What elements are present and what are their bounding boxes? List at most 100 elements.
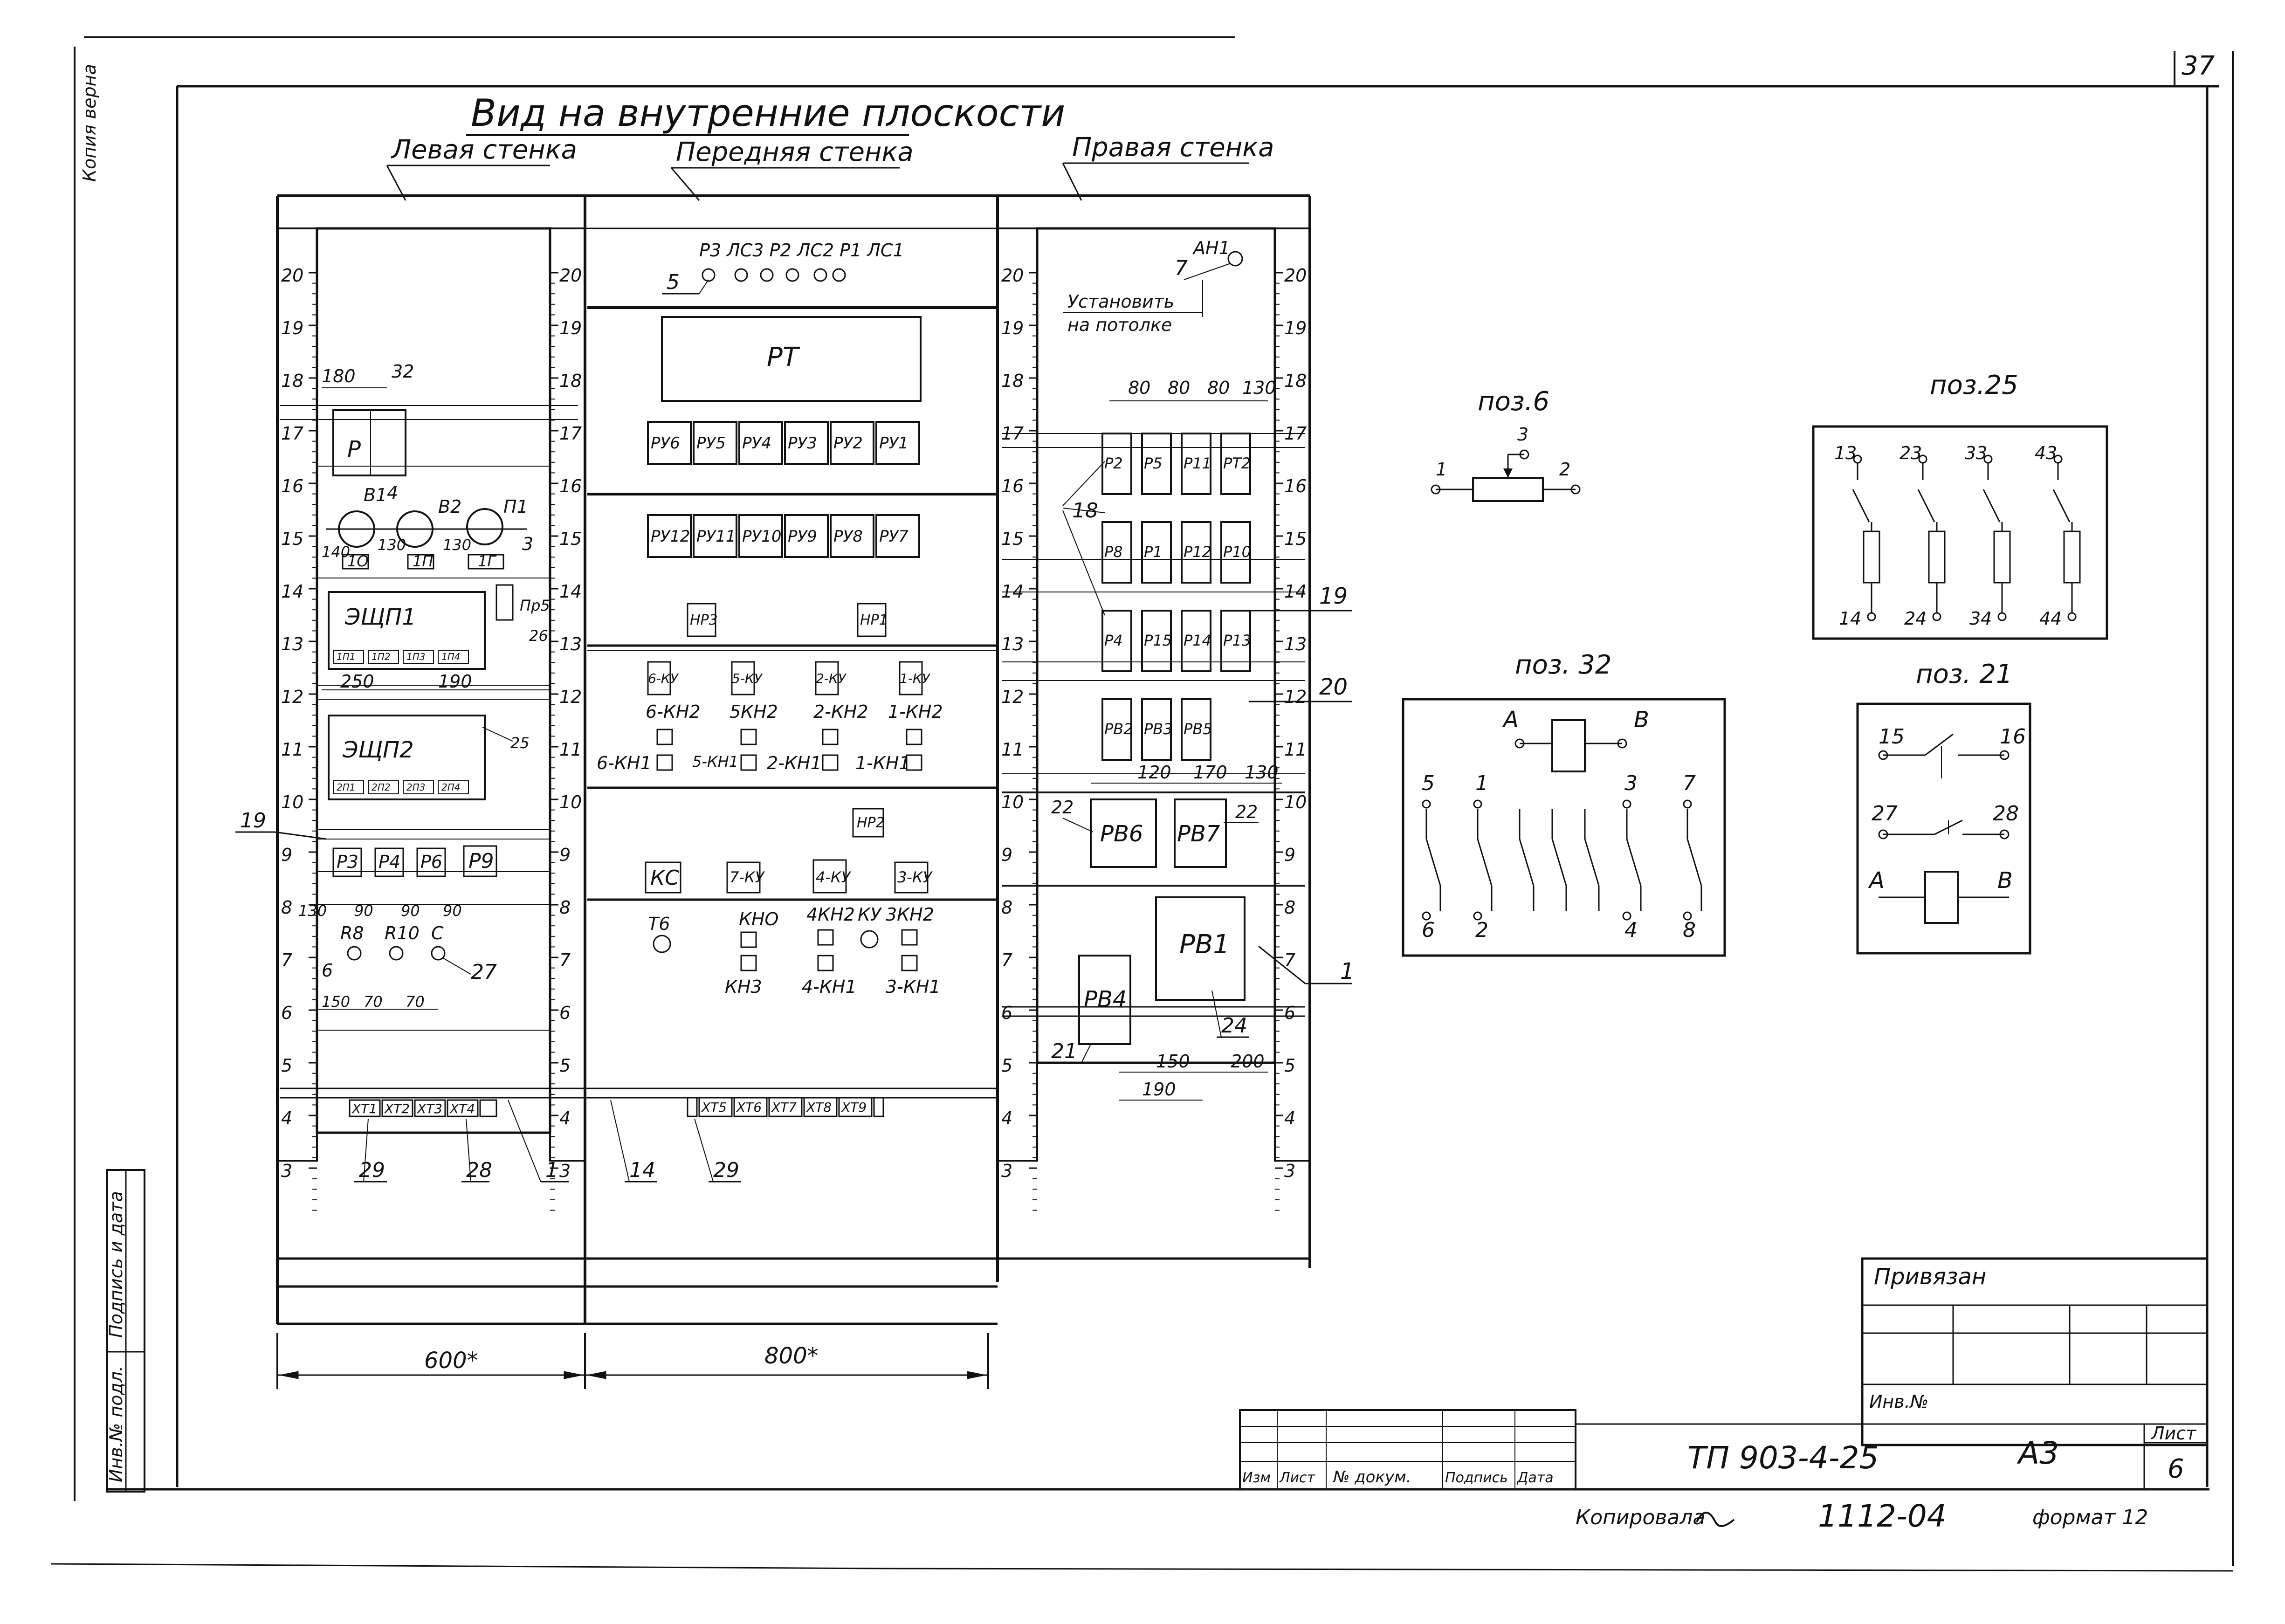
pos6-pin-1: 1 xyxy=(1436,459,1447,480)
ruler-mark-18: 18 xyxy=(559,371,582,391)
ruler-mark-4: 4 xyxy=(1284,1108,1295,1129)
title-block-doc-code: ТП 903-4-25 xyxy=(1687,1440,1879,1476)
pos6-pin-2: 2 xyxy=(1559,459,1570,480)
button-3kn1 xyxy=(901,955,918,971)
ruler-mark-13: 13 xyxy=(1284,634,1307,654)
ruler-mark-10: 10 xyxy=(559,792,582,812)
ruler-mark-9: 9 xyxy=(559,845,571,865)
button-4kn1 xyxy=(817,955,834,971)
sheet-corner-number: 37 xyxy=(2182,51,2215,81)
ref-22-left: 22 xyxy=(1051,797,1074,818)
control-relay-label: РУ12 xyxy=(651,527,690,546)
relay-label: Р5 xyxy=(1144,454,1163,472)
right-top-dim-4: 130 xyxy=(1242,378,1276,398)
control-relay-label: РУ8 xyxy=(833,527,863,546)
dim-130a: 130 xyxy=(378,536,406,554)
control-relay-label: РУ9 xyxy=(788,527,817,546)
ruler-mark-6: 6 xyxy=(559,1003,571,1023)
relay-РТ2: РТ2 xyxy=(1220,433,1251,495)
ruler-mark-18: 18 xyxy=(1284,371,1307,391)
relay-label: Р10 xyxy=(1223,543,1251,561)
ref-29-front: 29 xyxy=(713,1158,739,1182)
indicator-hp2-label: НР2 xyxy=(857,815,885,831)
control-relay-label: РУ1 xyxy=(879,434,908,453)
switch-label-3: В2 xyxy=(438,496,461,517)
title-block-header-doc: № докум. xyxy=(1332,1468,1411,1486)
relay-pv6-label: РВ6 xyxy=(1100,821,1143,847)
an1-lamp xyxy=(1227,251,1243,267)
relay-p6: Р6 xyxy=(420,852,442,872)
front-wall-width: 800* xyxy=(764,1343,819,1369)
lamp-r8 xyxy=(347,946,362,961)
relay-label: РТ2 xyxy=(1223,454,1251,472)
pos6-detail: поз.6 1 2 3 xyxy=(1431,386,1581,502)
title-block-list-label: Лист xyxy=(2150,1423,2197,1444)
indicator-hp3-label: НР3 xyxy=(690,612,718,628)
control-relay-РУ1: РУ1 xyxy=(875,421,920,465)
pos32-contact-1 xyxy=(1422,799,1441,921)
pos21-pin-28: 28 xyxy=(1993,802,2019,826)
ruler-mark-5: 5 xyxy=(1001,1055,1012,1076)
relay-dim-3: 90 xyxy=(401,902,420,920)
right-bottom-dim-1: 150 xyxy=(1156,1051,1190,1072)
relay-pv7-label: РВ7 xyxy=(1177,821,1220,847)
key-3ku: 3-КУ xyxy=(897,868,933,886)
key-6ku: 6-КУ xyxy=(648,671,679,686)
pos21-title: поз. 21 xyxy=(1916,659,2013,689)
pos21-pin-15: 15 xyxy=(1879,725,1905,749)
pos32-title: поз. 32 xyxy=(1515,650,1612,680)
relay-pv7 xyxy=(1174,798,1227,868)
ruler-mark-10: 10 xyxy=(1001,792,1024,812)
switch-label-2: 4 xyxy=(387,482,398,503)
ruler-mark-5: 5 xyxy=(1284,1055,1295,1076)
switch-label-1: В1 xyxy=(364,485,387,505)
switch-label-4: П1 xyxy=(503,496,528,517)
relay-label: Р13 xyxy=(1223,632,1251,649)
ruler-mark-17: 17 xyxy=(281,423,303,444)
fuse-pr5-label: Пр5 xyxy=(520,597,550,614)
sheet-frame xyxy=(51,36,2234,1572)
ruler-mark-6: 6 xyxy=(281,1003,292,1023)
right-mid-dim-3: 130 xyxy=(1245,762,1279,783)
relay-label: Р4 xyxy=(1104,632,1123,649)
kn1-label-1: 1-КН1 xyxy=(855,753,910,773)
sheet-format: формат 12 xyxy=(2032,1506,2148,1529)
control-relay-РУ12: РУ12 xyxy=(647,514,692,558)
title-block-header-sign: Подпись xyxy=(1445,1470,1508,1486)
ref-25: 25 xyxy=(510,734,530,752)
button-kno xyxy=(740,931,757,948)
pos32-pin-5: 5 xyxy=(1422,771,1435,795)
eschp1-slot-2: 1П2 xyxy=(372,651,391,662)
pos6-title: поз.6 xyxy=(1478,386,1549,417)
front-lamp-row xyxy=(702,268,846,282)
control-relay-label: РУ4 xyxy=(742,434,771,453)
ruler-mark-15: 15 xyxy=(281,529,303,549)
left-wall-panel xyxy=(280,227,578,1134)
pos21-pin-16: 16 xyxy=(2000,725,2026,749)
relay-Р10: Р10 xyxy=(1220,521,1251,584)
terminal-block-front xyxy=(687,1097,884,1117)
button-kn3 xyxy=(740,955,757,971)
ruler-mark-16: 16 xyxy=(1284,476,1307,496)
label-3kn1: 3-КН1 xyxy=(886,977,941,997)
side-stamp-inv: Инв.№ подл. xyxy=(106,1366,126,1482)
relay-Р4: Р4 xyxy=(1101,610,1132,672)
ruler-mark-17: 17 xyxy=(559,423,582,444)
ks-row xyxy=(645,859,929,894)
relay-pv1-label: РВ1 xyxy=(1179,929,1230,960)
ruler-mark-19: 19 xyxy=(1284,318,1307,338)
relay-dim-2: 90 xyxy=(354,902,373,920)
pos25-pin-bottom: 24 xyxy=(1904,608,1927,629)
relay-label: РВ3 xyxy=(1144,720,1173,738)
ruler-mark-7: 7 xyxy=(1001,950,1012,970)
pos32-pin-6: 6 xyxy=(1422,918,1435,942)
ruler-mark-14: 14 xyxy=(559,581,582,602)
ruler-mark-14: 14 xyxy=(281,581,303,602)
small-box-1: 1О xyxy=(347,552,369,570)
ruler-mark-18: 18 xyxy=(1001,371,1024,391)
control-relay-label: РУ10 xyxy=(742,527,782,546)
title-block-header-date: Дата xyxy=(1516,1470,1554,1486)
eschp2-slot-2: 2П2 xyxy=(372,782,391,793)
kn2-label-5: 5КН2 xyxy=(730,702,778,722)
ruler-mark-6: 6 xyxy=(1284,1003,1295,1023)
